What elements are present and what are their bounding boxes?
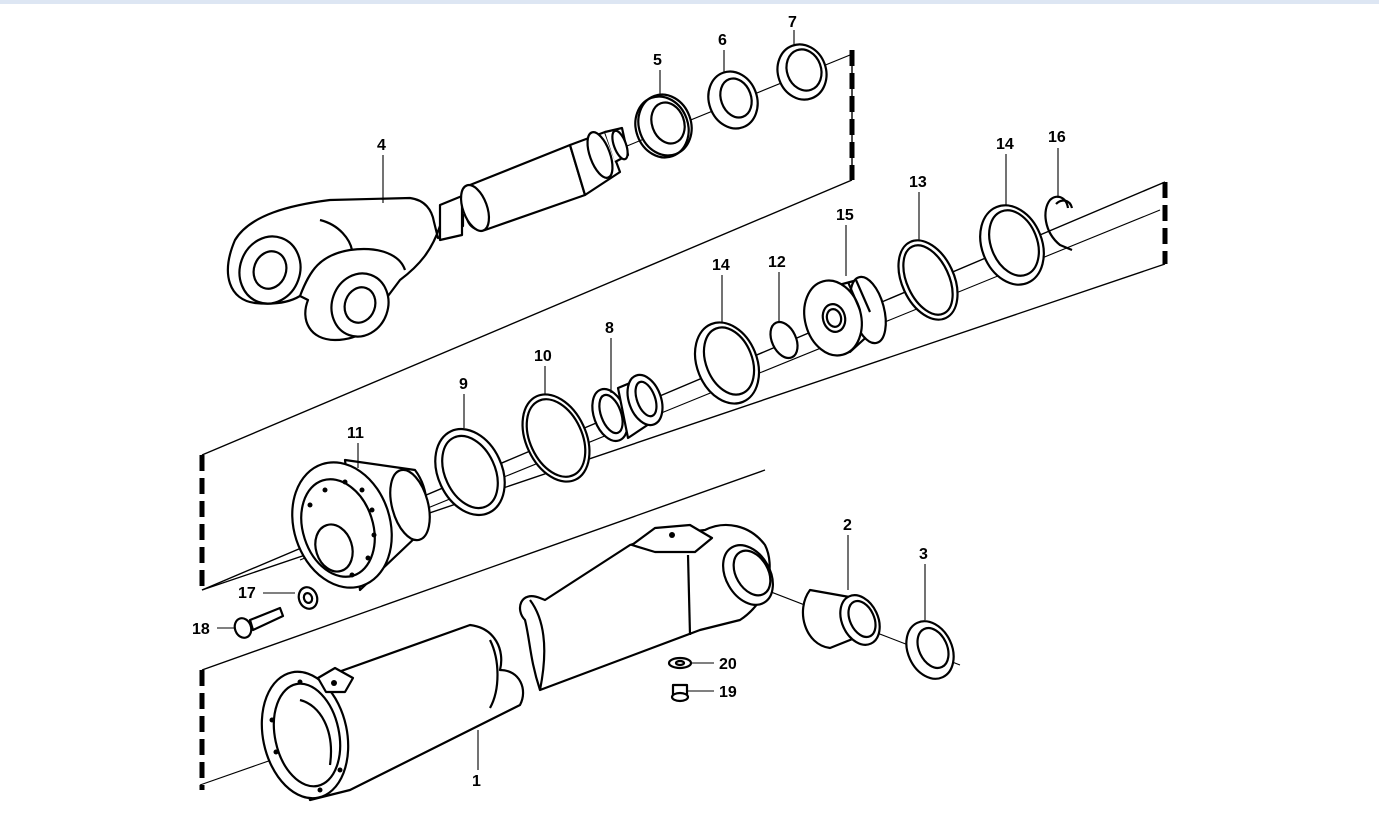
top-accent-bar xyxy=(0,0,1379,4)
ring-14a-part xyxy=(693,321,761,405)
piston-15-part xyxy=(803,275,887,357)
o-ring-12-part xyxy=(769,320,799,360)
seal-5-part xyxy=(634,93,693,159)
label-part-10: 10 xyxy=(534,348,552,365)
label-part-1: 1 xyxy=(472,773,481,790)
bushing-2-part xyxy=(801,588,881,650)
piston-rod-part xyxy=(226,126,630,342)
label-part-17: 17 xyxy=(238,585,256,602)
label-part-2: 2 xyxy=(843,517,852,534)
plug-19-part xyxy=(670,683,690,703)
seal-3-part xyxy=(905,620,955,680)
guide-rings-8-part xyxy=(591,373,664,443)
label-part-20: 20 xyxy=(719,656,737,673)
washer-20-part xyxy=(667,656,693,670)
o-ring-10-part xyxy=(521,393,591,483)
clip-16-part xyxy=(1044,195,1074,252)
screw-18-part xyxy=(233,606,285,639)
washer-17-part xyxy=(297,586,319,610)
label-part-16: 16 xyxy=(1048,129,1066,146)
label-part-4: 4 xyxy=(377,137,386,154)
label-part-6: 6 xyxy=(718,32,727,49)
label-part-15: 15 xyxy=(836,207,854,224)
o-ring-13-part xyxy=(897,239,959,321)
label-part-8: 8 xyxy=(605,320,614,337)
label-part-5: 5 xyxy=(653,52,662,69)
cylinder-bottom-part xyxy=(518,523,774,692)
cylinder-head-part xyxy=(291,458,431,592)
o-ring-9-part xyxy=(434,427,506,517)
ring-14b-part xyxy=(979,204,1045,286)
label-part-12: 12 xyxy=(768,254,786,271)
label-part-14-first: 14 xyxy=(712,257,730,274)
label-part-3: 3 xyxy=(919,546,928,563)
label-part-7: 7 xyxy=(788,14,797,31)
leader-lines xyxy=(217,30,1059,770)
label-part-9: 9 xyxy=(459,376,468,393)
ring-6-part xyxy=(707,70,759,130)
ring-7-part xyxy=(776,43,828,101)
panel-rod-group xyxy=(201,50,855,456)
label-part-13: 13 xyxy=(909,174,927,191)
label-part-11: 11 xyxy=(347,425,364,442)
label-part-19: 19 xyxy=(719,684,737,701)
part-labels: 4 5 6 7 11 9 10 8 14 12 15 13 14 16 2 3 … xyxy=(192,14,1066,790)
cylinder-tube-part xyxy=(260,623,525,802)
label-part-18: 18 xyxy=(192,621,210,638)
label-part-14-second: 14 xyxy=(996,136,1014,153)
